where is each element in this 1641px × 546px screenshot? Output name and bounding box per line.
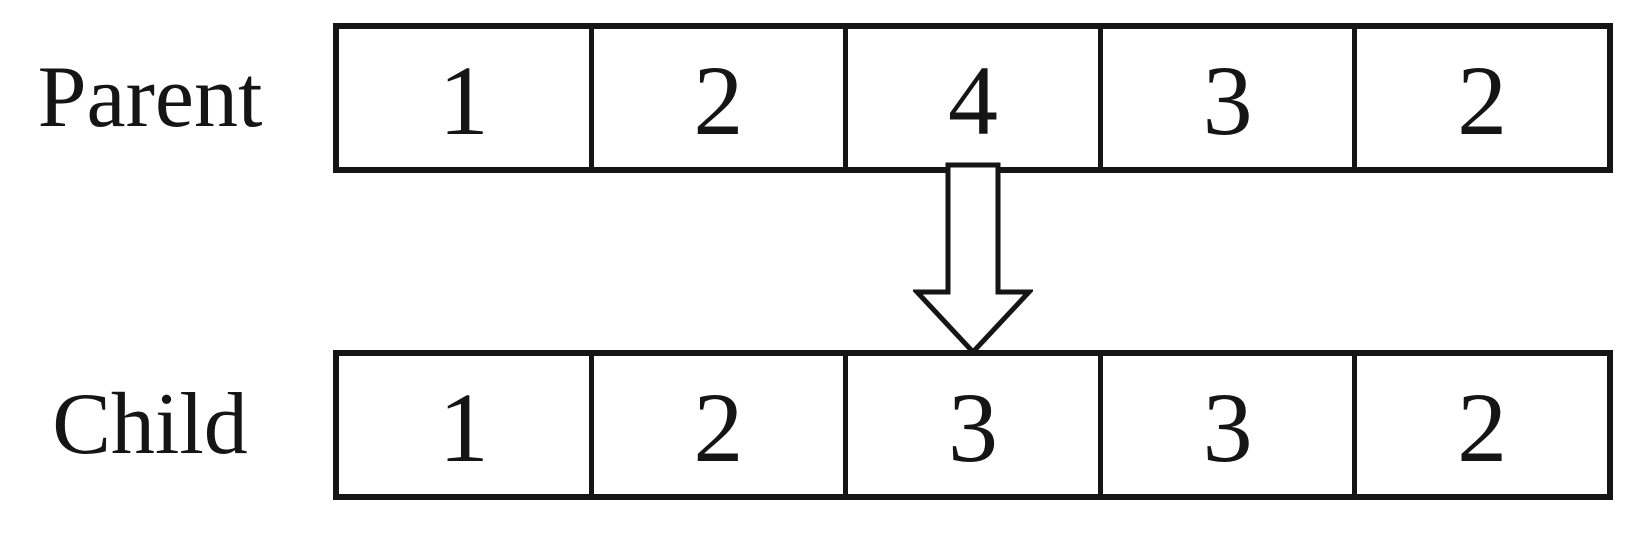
gene-cell: 3 [1097, 356, 1353, 494]
gene-cell: 1 [438, 372, 489, 483]
parent-row-label: Parent [37, 49, 263, 146]
gene-cell: 4 [843, 29, 1098, 167]
gene-cell: 3 [1097, 29, 1353, 167]
gene-cell: 1 [438, 45, 489, 156]
gene-cell: 3 [843, 356, 1098, 494]
gene-cell: 2 [588, 356, 844, 494]
gene-cell: 2 [1352, 356, 1607, 494]
child-row-label: Child [52, 376, 248, 473]
mutation-down-arrow-icon [913, 162, 1033, 356]
gene-cell: 2 [588, 29, 844, 167]
gene-cell: 2 [1352, 29, 1607, 167]
